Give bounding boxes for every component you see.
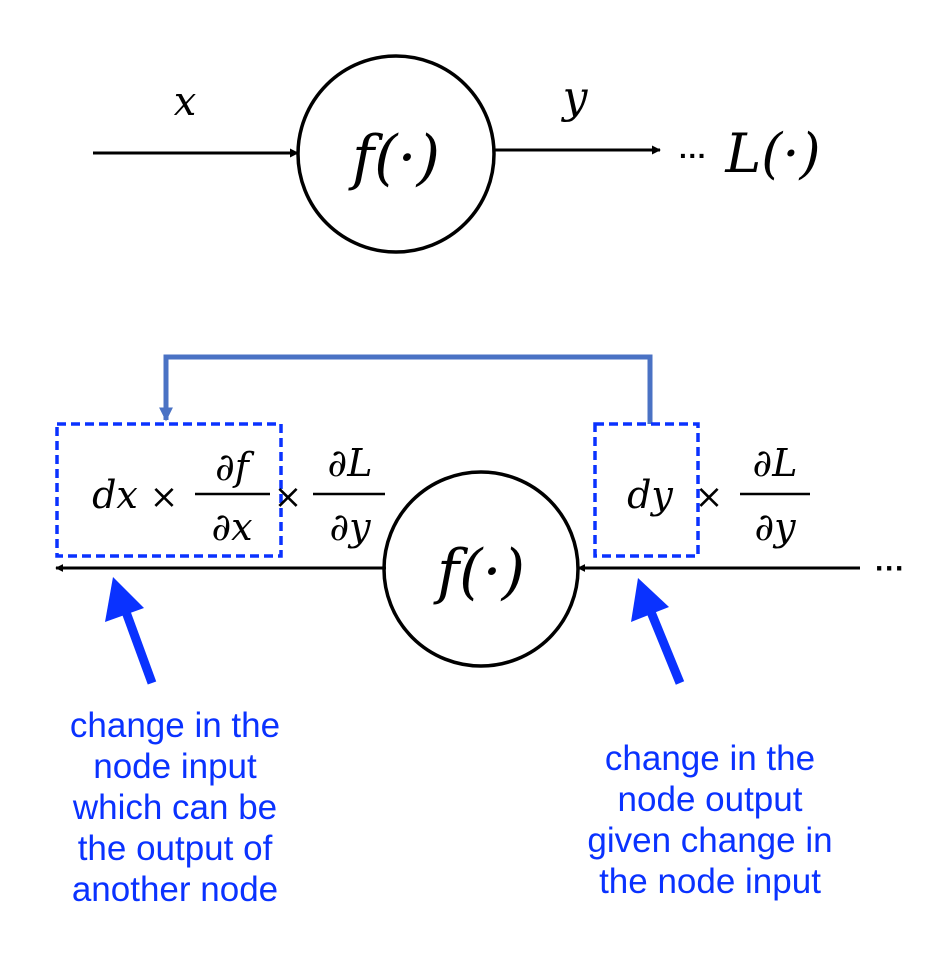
caption-line: the output of	[77, 829, 273, 868]
caption-line: which can be	[72, 788, 278, 827]
caption-line: change in the	[604, 739, 816, 778]
right-dy: dy	[627, 473, 673, 517]
caption-line: given change in	[587, 821, 833, 860]
caption-line: node input	[93, 747, 257, 786]
upstream-frac-den: ∂y	[329, 505, 371, 549]
left-frac-num: ∂f	[215, 445, 255, 489]
left-times: ×	[150, 477, 179, 517]
backward-ellipsis: ···	[875, 552, 905, 585]
left-dx: dx	[92, 473, 138, 517]
forward-pass: x f(·) y ··· L(·)	[93, 54, 821, 254]
right-frac-num: ∂L	[753, 441, 798, 485]
right-frac-den: ∂y	[754, 505, 796, 549]
backward-node-label: f(·)	[433, 537, 525, 607]
feedback-connector	[159, 354, 653, 424]
input-change-pointer	[105, 577, 157, 685]
forward-node-label: f(·)	[348, 123, 440, 193]
input-gradient-box	[55, 422, 283, 558]
forward-output-label: y	[561, 72, 589, 123]
backward-node-circle	[382, 470, 580, 668]
forward-ellipsis: ···	[679, 140, 707, 171]
forward-node-circle	[296, 54, 496, 254]
upstream-frac-num: ∂L	[328, 441, 373, 485]
caption-line: node output	[617, 780, 803, 819]
right-times: ×	[695, 477, 724, 517]
caption-line: another node	[71, 870, 279, 909]
forward-loss-label: L(·)	[724, 122, 820, 185]
forward-input-label: x	[174, 79, 197, 125]
caption-line: change in the	[69, 706, 281, 745]
output-change-pointer	[631, 578, 685, 685]
left-frac-den: ∂x	[211, 505, 252, 549]
mid-times: ×	[274, 477, 303, 517]
caption-line: the node input	[599, 862, 821, 901]
backward-pass: f(·) dx × ∂f ∂x × ∂L ∂y dy × ∂L ∂y ···	[55, 354, 905, 685]
output-gradient-box	[593, 422, 700, 558]
